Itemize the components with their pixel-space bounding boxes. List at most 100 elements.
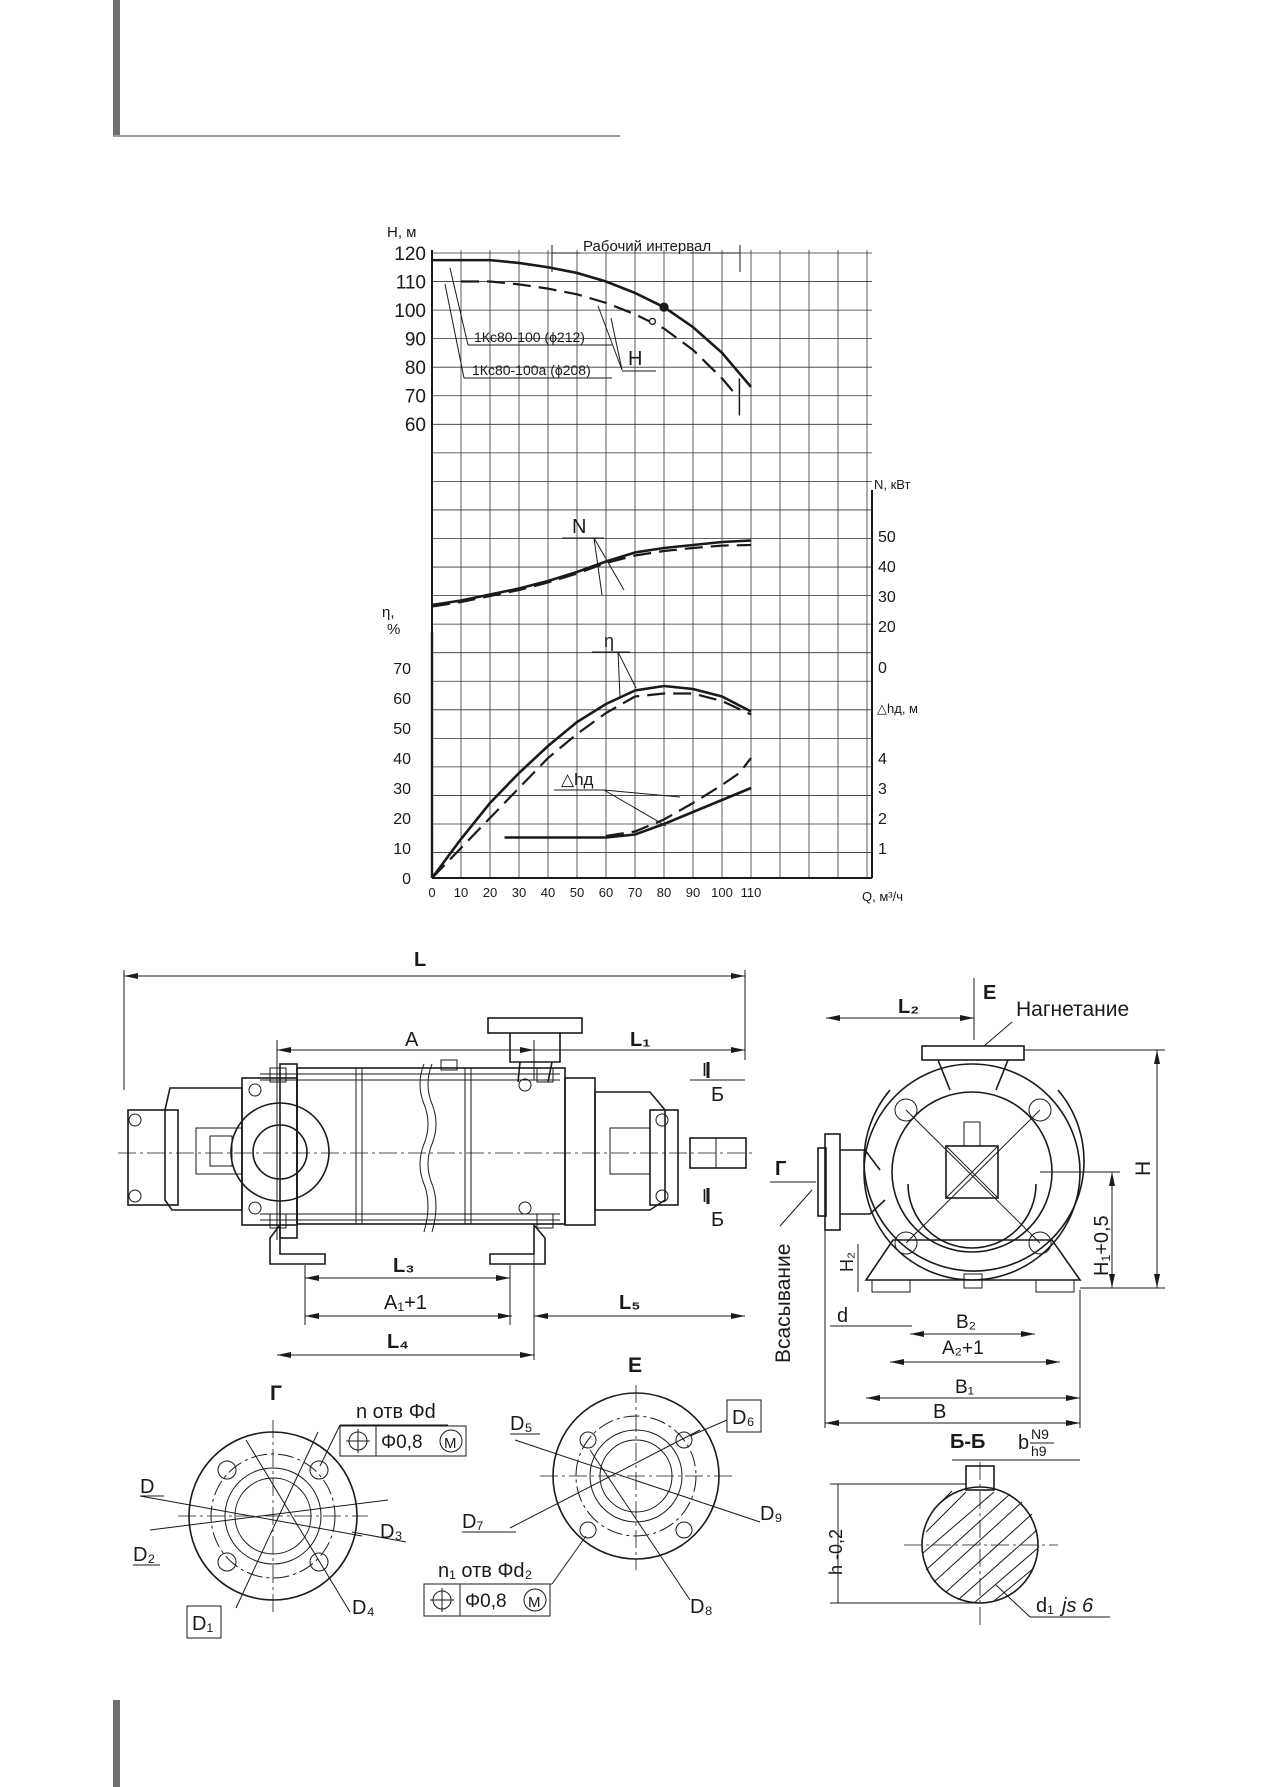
section-hatch-5 bbox=[933, 1501, 1023, 1583]
dim-d-label: d bbox=[837, 1305, 848, 1327]
suction-port-inner bbox=[252, 1124, 308, 1180]
nut-1 bbox=[269, 1067, 287, 1083]
eta-unit: % bbox=[387, 621, 400, 638]
eta-tick-label: 20 bbox=[393, 811, 411, 828]
x-tick-label: 30 bbox=[512, 885, 526, 900]
dh-curve-arrow-a bbox=[603, 789, 681, 798]
dh-tick-label: 1 bbox=[878, 841, 887, 858]
flange-g-hole-2 bbox=[309, 1460, 329, 1480]
eta-curve-label: η bbox=[604, 631, 614, 651]
flange-g-tol-mod: M bbox=[444, 1435, 457, 1452]
section-hatch-1 bbox=[933, 1490, 953, 1510]
flange-g-D1: D₁ bbox=[192, 1613, 213, 1635]
flange-e-hole-4 bbox=[675, 1521, 693, 1539]
flange-e-ray-3 bbox=[589, 1449, 691, 1601]
h-tick-label: 120 bbox=[394, 244, 426, 265]
eta-tick-label: 40 bbox=[393, 751, 411, 768]
shaft-keyway bbox=[963, 1121, 981, 1147]
pump-side-view: L A L₁ bbox=[118, 949, 752, 1360]
dim-B-arrow-left bbox=[825, 1420, 839, 1426]
dim-L1-label: L₁ bbox=[630, 1029, 651, 1051]
dim-B1-arrow-left bbox=[866, 1395, 880, 1401]
dh-curve-arrow-b bbox=[603, 789, 667, 827]
flange-g-hole-4 bbox=[309, 1552, 329, 1572]
suction-cover-plate bbox=[279, 1063, 298, 1239]
h-tick-label: 70 bbox=[405, 387, 426, 408]
eta-curve-arrow-a bbox=[617, 651, 621, 698]
dim-A2-arrow-right bbox=[1046, 1359, 1060, 1365]
top-margin-bar bbox=[113, 0, 120, 137]
flange-g-D4: D₄ bbox=[352, 1597, 375, 1619]
end-bolt-bl bbox=[894, 1231, 918, 1255]
left-foot bbox=[269, 1222, 326, 1265]
dim-L4-arrow-left bbox=[277, 1352, 291, 1358]
section-hatch-6 bbox=[945, 1513, 1033, 1593]
left-bearing-cap bbox=[127, 1109, 179, 1206]
flange-e-D6: D₆ bbox=[732, 1407, 755, 1429]
right-bearing-hole-top bbox=[655, 1113, 669, 1127]
section-title: Б-Б bbox=[950, 1431, 985, 1453]
eta-symbol: η, bbox=[382, 604, 395, 621]
dh-axis-label: △hд, м bbox=[877, 701, 918, 716]
section-h9: h9 bbox=[1031, 1443, 1047, 1459]
end-base-left-pad bbox=[871, 1279, 911, 1293]
dim-A2-label: A₂+1 bbox=[942, 1338, 984, 1359]
casing-break-line-2 bbox=[427, 1063, 437, 1233]
q-axis-label: Q, м³/ч bbox=[862, 889, 903, 904]
discharge-label: Нагнетание bbox=[1016, 998, 1129, 1021]
left-bearing-hole-top bbox=[128, 1113, 142, 1127]
flange-e-tol-mod: M bbox=[528, 1594, 541, 1611]
curve-label-208: 1Кс80-100а (ϕ208) bbox=[472, 362, 591, 378]
dim-B2-label: B₂ bbox=[956, 1312, 976, 1333]
nut-5 bbox=[536, 1213, 554, 1229]
flange-g-ray-3 bbox=[235, 1431, 319, 1609]
section-hatch-9 bbox=[993, 1567, 1035, 1602]
suction-nozzle bbox=[840, 1149, 886, 1215]
end-bolt-br bbox=[1028, 1231, 1052, 1255]
dim-L5-arrow-right bbox=[731, 1313, 745, 1319]
bolt-cross-2 bbox=[905, 1109, 1041, 1244]
flange-e-D7: D₇ bbox=[462, 1511, 483, 1533]
x-tick-label: 40 bbox=[541, 885, 555, 900]
suction-leader bbox=[779, 1189, 813, 1227]
flange-g-hole-3 bbox=[217, 1552, 237, 1572]
end-bolt-tl bbox=[894, 1098, 918, 1122]
series-N-dashed bbox=[431, 543, 752, 608]
nut-2 bbox=[440, 1059, 458, 1071]
eta-tick-label: 60 bbox=[393, 691, 411, 708]
flange-g-ray-4 bbox=[245, 1439, 351, 1613]
n-curve-arrow-b bbox=[593, 537, 625, 591]
operating-point bbox=[659, 302, 669, 312]
section-b: b bbox=[1018, 1432, 1029, 1454]
right-foot bbox=[489, 1222, 546, 1265]
dim-A-arrow-right bbox=[520, 1047, 534, 1053]
dim-L4-arrow-right bbox=[520, 1352, 534, 1358]
section-B-top: Б bbox=[711, 1084, 724, 1106]
flange-g-D3: D₃ bbox=[380, 1521, 403, 1543]
dh-tick-label: 3 bbox=[878, 781, 887, 798]
flange-e-D5: D₅ bbox=[510, 1413, 533, 1435]
discharge-flange bbox=[487, 1017, 583, 1034]
suction-flange-face bbox=[817, 1147, 827, 1217]
flange-e-hole-3 bbox=[579, 1521, 597, 1539]
dim-L3-label: L₃ bbox=[393, 1255, 414, 1277]
pump-end-view: L₂ E Нагнетание Г Всасывание bbox=[770, 978, 1165, 1428]
bottom-margin-bar bbox=[113, 1700, 120, 1787]
view-E-mark: E bbox=[983, 982, 996, 1004]
mmc-icon bbox=[439, 1429, 463, 1453]
flange-g-D2: D₂ bbox=[133, 1544, 155, 1566]
section-hatch-2 bbox=[925, 1491, 967, 1533]
flange-g-title: Г bbox=[270, 1382, 282, 1405]
x-tick-label: 70 bbox=[628, 885, 642, 900]
dim-L3-arrow-left bbox=[305, 1275, 319, 1281]
discharge-cover bbox=[564, 1077, 596, 1226]
dim-L4-label: L₄ bbox=[387, 1331, 409, 1353]
bolt-hole-br bbox=[518, 1201, 532, 1215]
section-I-bottom: I bbox=[702, 1186, 707, 1206]
section-hatch-7 bbox=[957, 1529, 1038, 1601]
section-hatch-4 bbox=[925, 1493, 1011, 1571]
n-tick-label: 30 bbox=[878, 589, 896, 606]
x-tick-label: 10 bbox=[454, 885, 468, 900]
